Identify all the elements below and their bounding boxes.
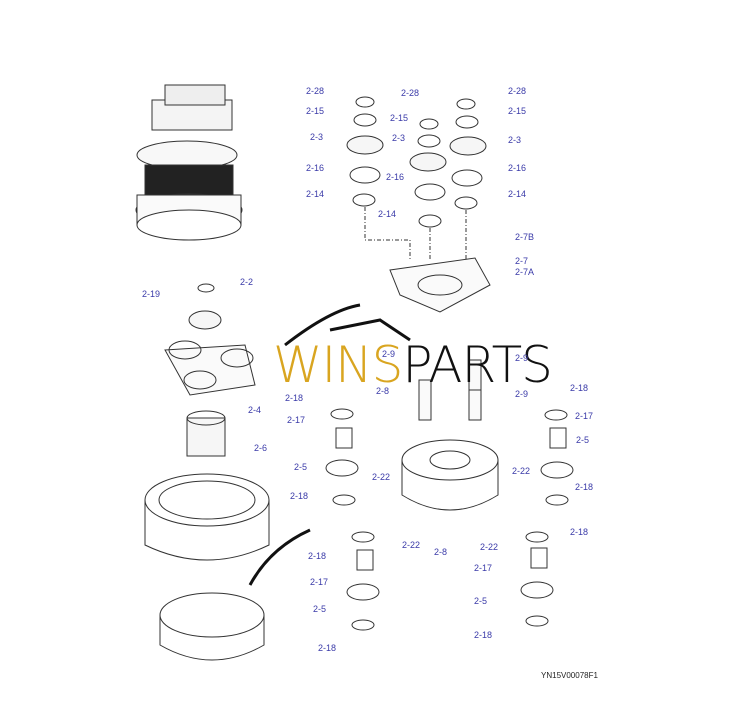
watermark-swoosh xyxy=(284,303,411,347)
part-label[interactable]: 2-9 xyxy=(382,349,396,359)
part-label[interactable]: 2-19 xyxy=(142,289,161,299)
part-label[interactable]: 2-17 xyxy=(575,411,594,421)
part-label[interactable]: 2-18 xyxy=(285,393,304,403)
part-label[interactable]: 2-17 xyxy=(474,563,493,573)
part-label[interactable]: 2-17 xyxy=(287,415,306,425)
part-label[interactable]: 2-15 xyxy=(390,113,409,123)
swing-motor-assembly xyxy=(135,84,243,241)
part-label[interactable]: 2-28 xyxy=(401,88,420,98)
part-label[interactable]: 2-15 xyxy=(306,106,325,116)
part-label[interactable]: 2-3 xyxy=(392,133,406,143)
part-label[interactable]: 2-16 xyxy=(508,163,527,173)
part-label[interactable]: 2-22 xyxy=(480,542,499,552)
part-label[interactable]: 2-22 xyxy=(372,472,391,482)
part-label[interactable]: 2-5 xyxy=(576,435,590,445)
part-label[interactable]: 2-8 xyxy=(434,547,448,557)
part-label[interactable]: 2-5 xyxy=(294,462,308,472)
logo-part-2: PARTS xyxy=(402,336,553,394)
part-label[interactable]: 2-28 xyxy=(306,86,325,96)
drawing-code: YN15V00078F1 xyxy=(541,671,598,680)
part-label[interactable]: 2-18 xyxy=(290,491,309,501)
part-label[interactable]: 2-16 xyxy=(386,172,405,182)
part-label[interactable]: 2-14 xyxy=(306,189,325,199)
part-label[interactable]: 2-3 xyxy=(508,135,522,145)
part-label[interactable]: 2-9 xyxy=(515,353,529,363)
part-label[interactable]: 2-7 xyxy=(515,256,529,266)
part-label[interactable]: 2-7B xyxy=(515,232,535,242)
part-label[interactable]: 2-8 xyxy=(376,386,390,396)
part-label[interactable]: 2-17 xyxy=(310,577,329,587)
part-label[interactable]: 2-22 xyxy=(512,466,531,476)
part-label[interactable]: 2-18 xyxy=(474,630,493,640)
part-label[interactable]: 2-18 xyxy=(575,482,594,492)
part-label[interactable]: 2-14 xyxy=(378,209,397,219)
part-label[interactable]: 2-18 xyxy=(308,551,327,561)
upper-gear-sets xyxy=(346,96,491,313)
part-label[interactable]: 2-18 xyxy=(570,383,589,393)
part-label[interactable]: 2-18 xyxy=(570,527,589,537)
part-label[interactable]: 2-22 xyxy=(402,540,421,550)
first-stage-carrier xyxy=(325,359,574,631)
part-label[interactable]: 2-7A xyxy=(515,267,535,277)
part-label[interactable]: 2-5 xyxy=(313,604,327,614)
part-label[interactable]: 2-3 xyxy=(310,132,324,142)
watermark-logo: WINSPARTS xyxy=(273,340,553,390)
part-label[interactable]: 2-14 xyxy=(508,189,527,199)
part-label[interactable]: 2-4 xyxy=(248,405,262,415)
part-label[interactable]: 2-2 xyxy=(240,277,254,287)
second-stage-carrier xyxy=(144,283,311,661)
part-label[interactable]: 2-9 xyxy=(515,389,529,399)
part-label[interactable]: 2-15 xyxy=(508,106,527,116)
part-label[interactable]: 2-6 xyxy=(254,443,268,453)
logo-part-1: WINS xyxy=(273,336,403,394)
part-label[interactable]: 2-5 xyxy=(474,596,488,606)
part-label[interactable]: 2-28 xyxy=(508,86,527,96)
part-label[interactable]: 2-18 xyxy=(318,643,337,653)
part-label[interactable]: 2-16 xyxy=(306,163,325,173)
